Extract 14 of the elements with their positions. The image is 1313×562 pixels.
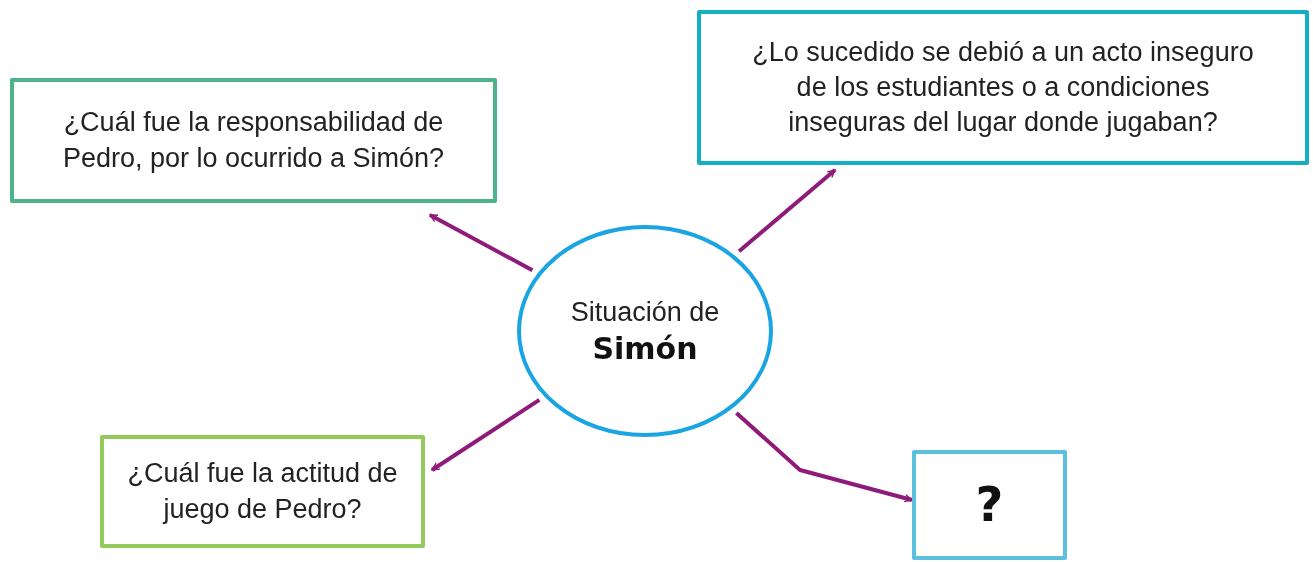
arrow	[735, 411, 913, 503]
node-label: Situación de	[570, 296, 720, 330]
question-box	[100, 435, 425, 548]
arrow	[430, 398, 541, 472]
node-title: Simón	[592, 330, 698, 367]
arrow	[737, 168, 837, 253]
question-mark: ?	[975, 476, 1004, 534]
question-box	[10, 78, 497, 203]
question-box	[697, 10, 1309, 165]
question-text: ¿Cuál fue la actitud de juego de Pedro?	[126, 457, 399, 526]
arrow	[429, 213, 534, 272]
question-text: ¿Lo sucedido se debió a un acto inseguro de los estudiantes o a condiciones inseguras del lugar donde jugaban?	[751, 35, 1255, 140]
question-text: ¿Cuál fue la responsabilidad de Pedro, por lo ocurrido a Simón?	[61, 106, 446, 175]
question-box	[912, 450, 1067, 560]
